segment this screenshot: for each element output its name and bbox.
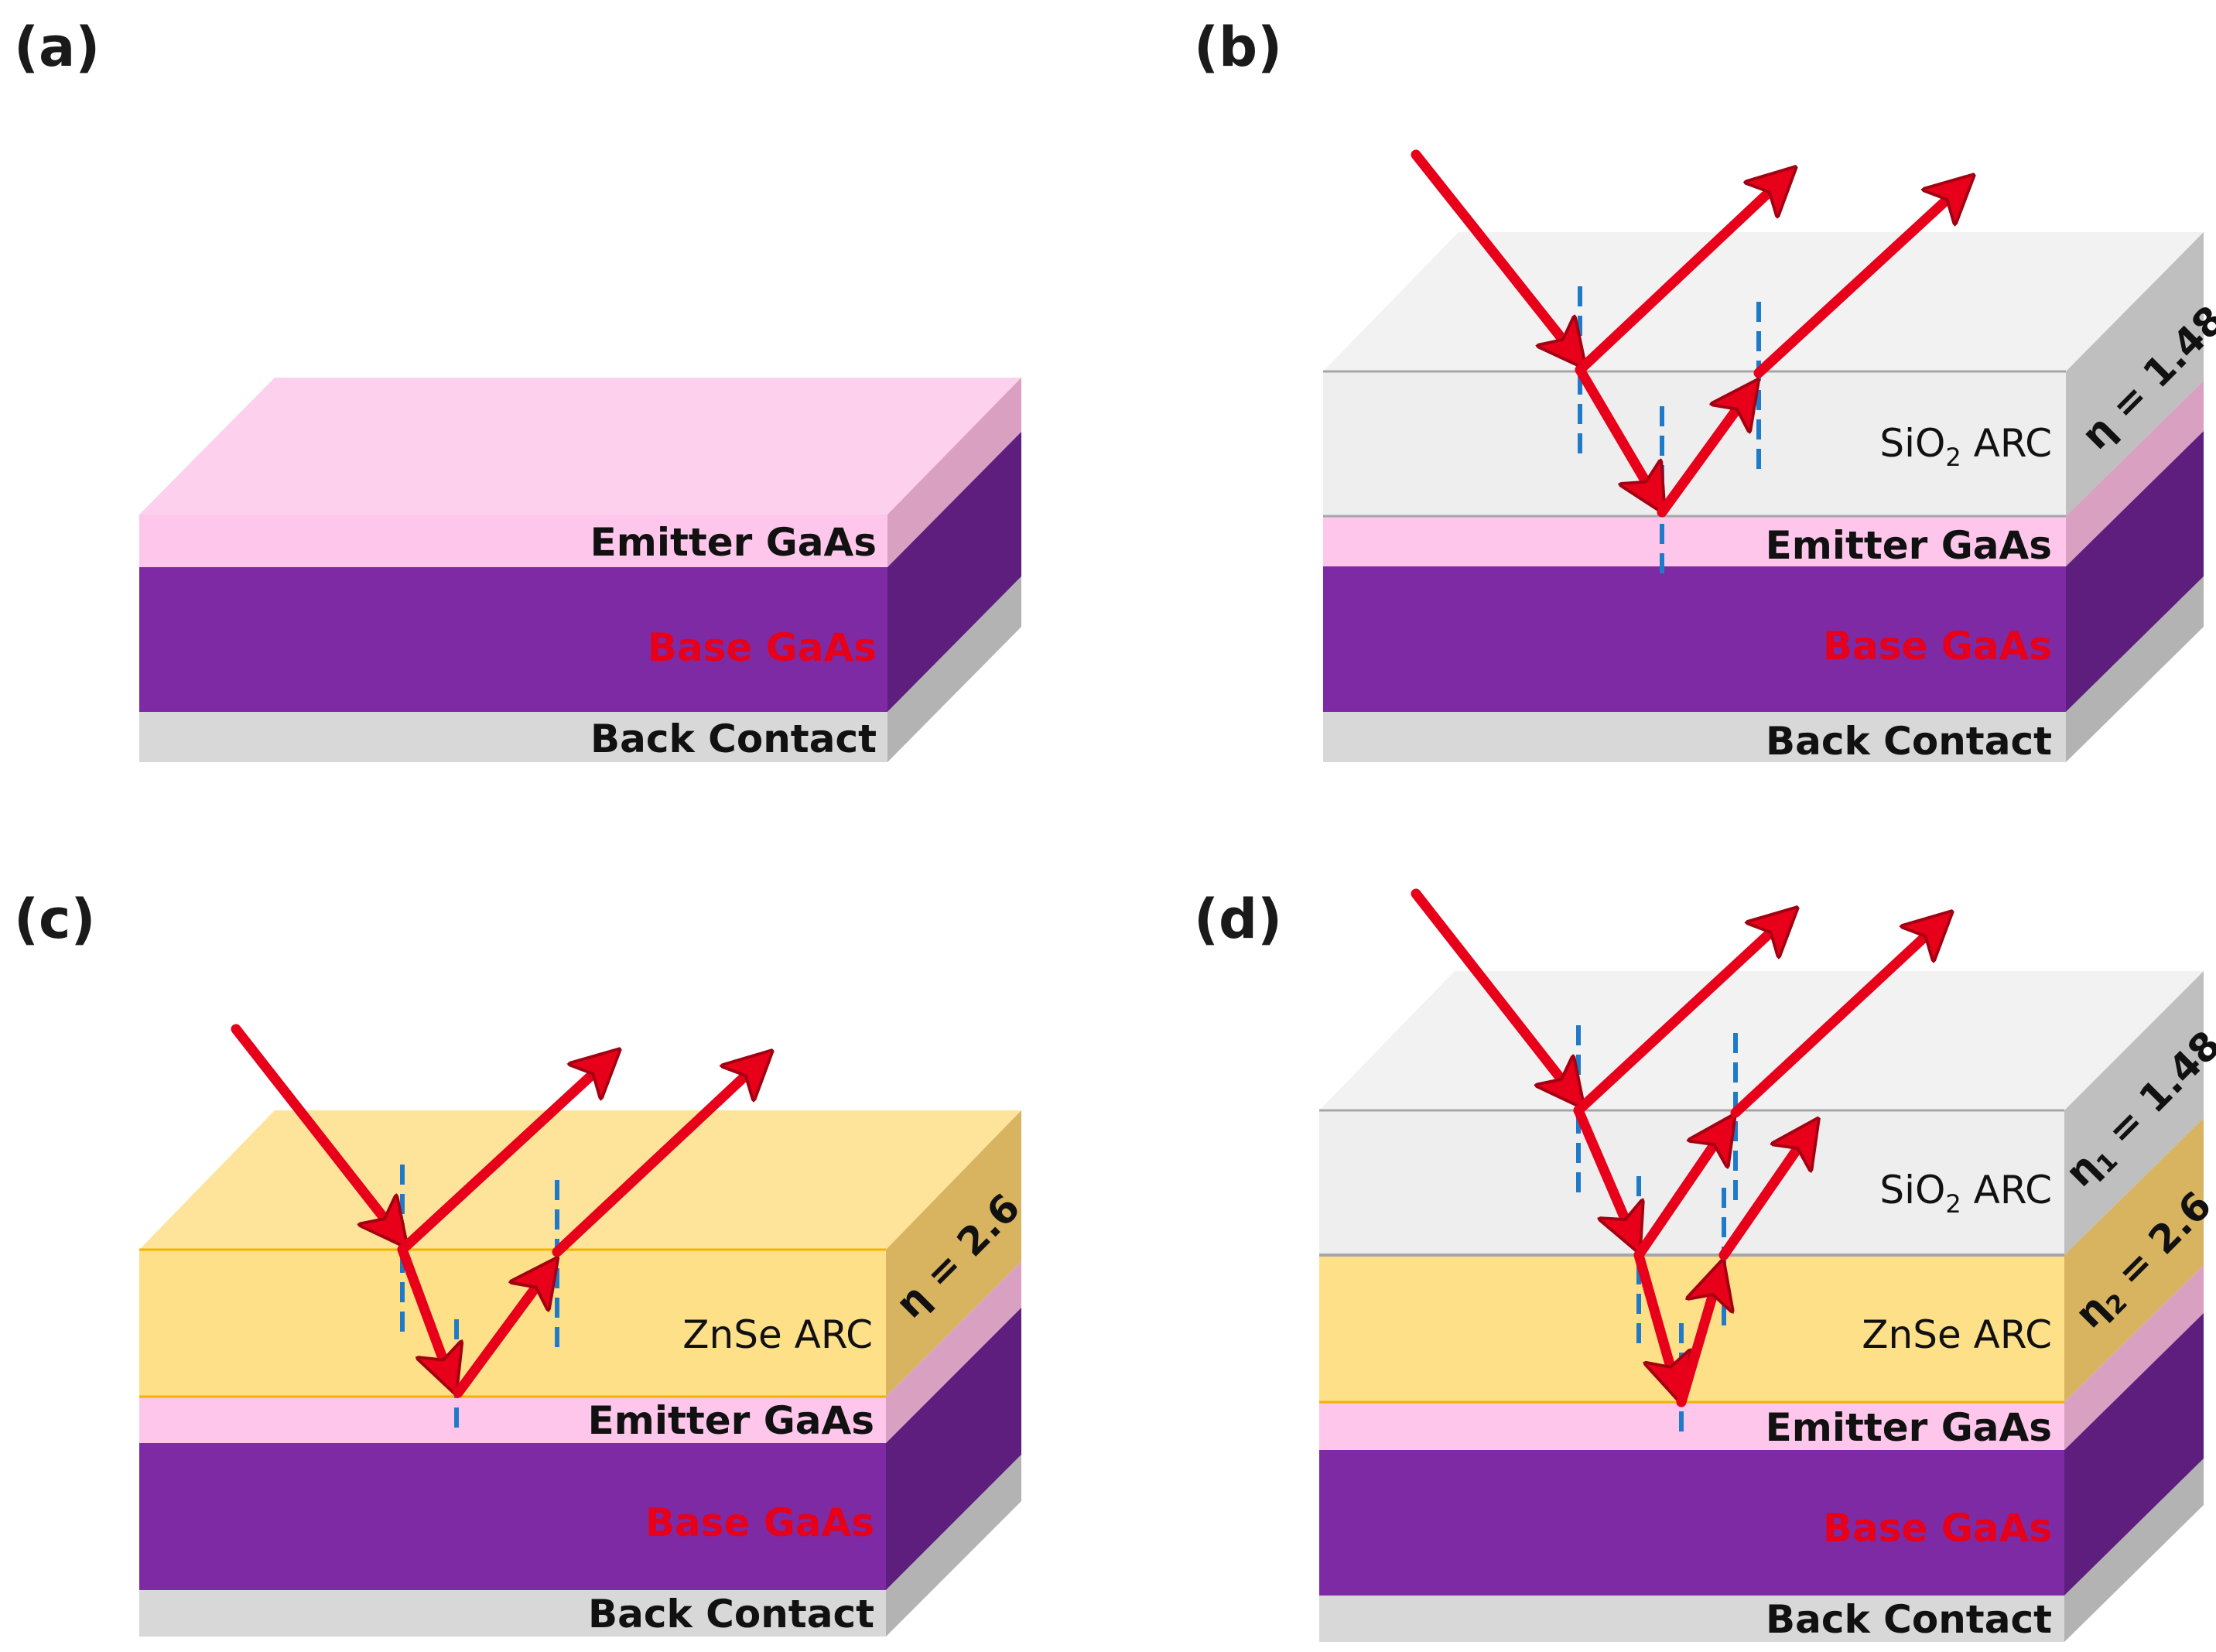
internal-reflected-ray xyxy=(1657,391,1750,518)
base-side-face xyxy=(2064,1313,2204,1596)
incident-ray xyxy=(1411,149,1577,357)
back-side-face xyxy=(887,576,1021,762)
base-label: Base GaAs xyxy=(1823,624,2052,669)
panel-c: (c) ZnSe ARC Emitter GaAs Base GaAs Back… xyxy=(14,888,1029,1637)
back-contact-label: Back Contact xyxy=(588,1592,874,1637)
back-contact-layer xyxy=(1319,1596,2064,1642)
emitter-layer xyxy=(139,1397,886,1443)
base-label: Base GaAs xyxy=(645,1500,874,1545)
internal-reflected-ray xyxy=(1633,1126,1727,1260)
arc-side-face xyxy=(2066,232,2204,516)
incident-ray xyxy=(1411,888,1575,1097)
sio2-side-face xyxy=(2064,971,2204,1255)
emitter-top-face xyxy=(139,378,1021,515)
sio2-arc-label: SiO2 ARC xyxy=(1879,1168,2052,1219)
reflected-ray xyxy=(1573,917,1787,1116)
arc-side-face xyxy=(886,1110,1021,1397)
refracted-ray xyxy=(397,1244,451,1381)
transmitted-ray xyxy=(1730,921,1942,1118)
panel-label-b: (b) xyxy=(1194,15,1282,79)
emitter-side-face xyxy=(2066,381,2204,566)
panel-b: (b) SiO2 ARC Emitter GaAs Base GaAs Back… xyxy=(1194,15,2216,764)
panel-d: (d) SiO2 ARC ZnSe ARC xyxy=(1194,888,2216,1642)
back-side-face xyxy=(2066,576,2204,762)
back-contact-layer xyxy=(139,1590,886,1637)
emitter-side-face xyxy=(887,378,1021,567)
base-layer xyxy=(139,567,887,712)
emitter-label: Emitter GaAs xyxy=(590,520,877,565)
back-contact-layer xyxy=(139,712,887,762)
emitter-label: Emitter GaAs xyxy=(1766,523,2052,568)
emitter-side-face xyxy=(886,1261,1021,1443)
sio2-arc-layer xyxy=(1323,371,2066,516)
base-label: Base GaAs xyxy=(648,625,877,670)
panel-label-a: (a) xyxy=(14,15,100,79)
back-contact-label: Back Contact xyxy=(590,717,877,761)
base-layer xyxy=(139,1443,886,1590)
base-side-face xyxy=(887,432,1021,712)
base-label: Base GaAs xyxy=(1823,1506,2052,1551)
transmitted-ray xyxy=(552,1060,762,1257)
znse-side-face xyxy=(2064,1118,2204,1402)
panel-label-d: (d) xyxy=(1194,888,1282,951)
arc-top-face xyxy=(1323,232,2204,371)
incident-ray xyxy=(231,1024,398,1236)
znse-arc-label: ZnSe ARC xyxy=(682,1312,873,1357)
back-contact-label: Back Contact xyxy=(1766,1597,2052,1642)
panel-label-c: (c) xyxy=(14,888,95,951)
base-side-face xyxy=(886,1308,1021,1590)
emitter-label: Emitter GaAs xyxy=(588,1398,874,1443)
base-layer xyxy=(1319,1450,2064,1596)
refracted-ray xyxy=(1633,1250,1677,1389)
reflected-ray xyxy=(397,1059,610,1255)
emitter-layer xyxy=(139,515,887,567)
base-side-face xyxy=(2066,431,2204,712)
back-side-face xyxy=(2064,1459,2204,1642)
transmitted-ray xyxy=(1753,184,1964,378)
sio2-arc-label: SiO2 ARC xyxy=(1879,421,2052,472)
emitter-layer xyxy=(1319,1402,2064,1450)
transmitted-ray xyxy=(1718,1130,1811,1260)
emitter-layer xyxy=(1323,516,2066,566)
base-layer xyxy=(1323,566,2066,712)
reflected-ray xyxy=(1575,176,1786,375)
internal-reflected-ray xyxy=(1676,1273,1719,1407)
back-contact-label: Back Contact xyxy=(1766,719,2052,764)
refracted-ray xyxy=(1575,364,1657,501)
internal-reflected-ray xyxy=(453,1269,549,1398)
panel-a: (a) Emitter GaAs Base GaAs Back Contact xyxy=(14,15,1021,762)
refracted-ray xyxy=(1573,1105,1634,1240)
emitter-label: Emitter GaAs xyxy=(1766,1405,2052,1450)
back-contact-layer xyxy=(1323,712,2066,762)
znse-arc-label: ZnSe ARC xyxy=(1862,1312,2052,1357)
emitter-side-face xyxy=(2064,1265,2204,1450)
back-side-face xyxy=(886,1455,1021,1637)
